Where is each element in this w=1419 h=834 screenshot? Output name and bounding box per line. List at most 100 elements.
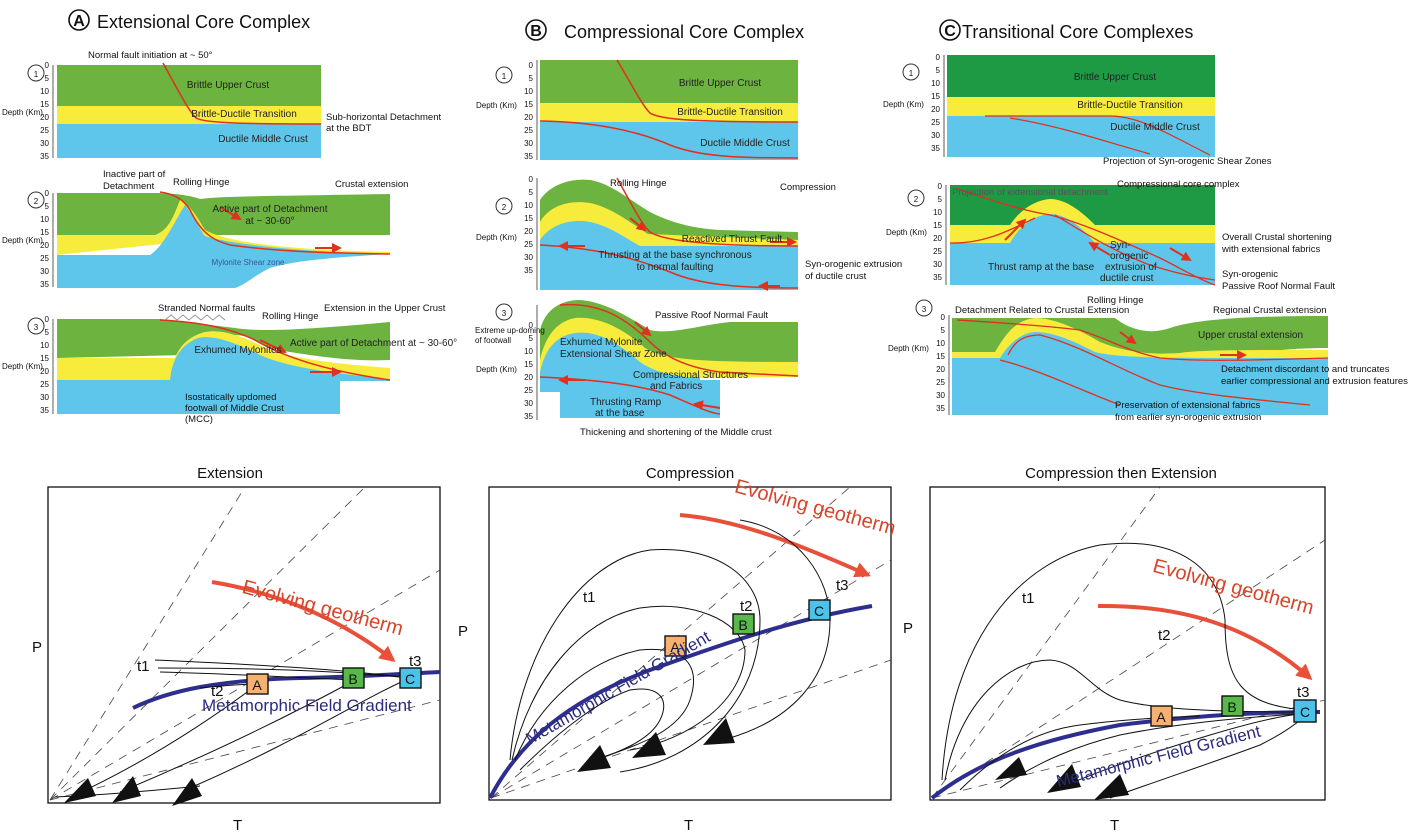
panel-c-letter: C (944, 23, 956, 40)
svg-text:30: 30 (40, 267, 49, 276)
svg-text:35: 35 (40, 152, 49, 161)
svg-text:5: 5 (936, 66, 941, 75)
svg-text:0: 0 (45, 189, 50, 198)
stage-1-label: 1 (34, 70, 39, 79)
svg-text:10: 10 (936, 339, 945, 348)
compression-label: Compression (780, 182, 836, 193)
t-axis-label: T (1110, 817, 1119, 834)
pt-box-c-label: C (814, 603, 824, 619)
stage-1-circle (27, 64, 45, 82)
panel-a-stage-3: 3 Depth (Km) 0 5 10 15 20 25 30 35 Stran… (2, 303, 457, 425)
svg-text:30: 30 (933, 260, 942, 269)
svg-text:30: 30 (524, 253, 533, 262)
discordant-label-2: earlier compressional and extrusion feat… (1221, 376, 1408, 387)
pt-compression-title: Compression (646, 465, 734, 482)
extension-upper-label: Extension in the Upper Crust (324, 303, 446, 314)
bdt-label: Brittle-Ductile Transition (677, 107, 783, 118)
pt-box-b (732, 613, 755, 635)
synorogenic-passive-label-2: Passive Roof Normal Fault (1222, 281, 1335, 292)
panel-a-title: Extensional Core Complex (97, 12, 310, 32)
synorogenic-label-2: of ductile crust (805, 271, 867, 282)
regional-extension-label: Regional Crustal extension (1213, 305, 1327, 316)
depth-axis-label: Depth (Km) (2, 236, 43, 245)
svg-text:20: 20 (933, 234, 942, 243)
depth-ticks: 0 5 10 15 20 25 30 35 (40, 315, 49, 415)
bdt-label: Brittle-Ductile Transition (1077, 100, 1183, 111)
panel-a-letter: A (73, 13, 85, 30)
panel-c-letter-circle (939, 19, 961, 41)
panel-a-letter-circle (68, 9, 90, 31)
svg-text:25: 25 (40, 254, 49, 263)
pt-comp-ext-frame (929, 486, 1326, 801)
stage-2-circle (907, 189, 925, 207)
svg-text:0: 0 (45, 61, 50, 70)
panel-b-letter-circle (525, 19, 547, 41)
svg-text:25: 25 (933, 247, 942, 256)
extreme-updoming-label: Extreme up-doming (475, 326, 545, 335)
svg-text:15: 15 (936, 352, 945, 361)
depth-axis-label: Depth (Km) (2, 108, 43, 117)
pt-box-a (664, 635, 687, 657)
svg-text:25: 25 (524, 126, 533, 135)
projection-ext-label: Projection of extensional detachment (952, 187, 1108, 198)
geotherm-label: Evolving geotherm (1150, 555, 1316, 619)
brittle-upper-label: Brittle Upper Crust (1074, 72, 1156, 83)
geotherm-arrow (211, 580, 396, 662)
stage-2-label: 2 (34, 197, 39, 206)
depth-ticks: 0 5 10 15 20 25 30 35 (40, 189, 49, 289)
depth-ticks: 0 5 10 15 20 25 30 35 (524, 321, 533, 421)
svg-text:10: 10 (524, 201, 533, 210)
extreme-updoming-label-2: of footwall (475, 336, 511, 345)
exhumed-mylonites-label: Exhumed Mylonites (194, 345, 281, 356)
pt-box-b (342, 667, 365, 689)
panel-b-stage-2: 2 Depth (Km) 0 5 10 15 20 25 30 35 Rolli (476, 175, 902, 291)
pt-box-a-label: A (252, 677, 262, 693)
compressional-structures-label-2: and Fabrics (650, 381, 702, 392)
depth-ticks: 0 5 10 15 20 25 30 35 (40, 61, 49, 161)
synorogenic-passive-label: Syn-orogenic (1222, 269, 1278, 280)
pt-box-c (1293, 699, 1317, 723)
svg-text:10: 10 (40, 87, 49, 96)
depth-ticks: 0 5 10 15 20 25 30 35 (936, 313, 945, 413)
svg-text:20: 20 (40, 367, 49, 376)
synorogenic-label: Syn-orogenic extrusion (805, 259, 902, 270)
brittle-upper-label: Brittle Upper Crust (679, 78, 761, 89)
fault-initiation-label: Normal fault initiation at ~ 50° (88, 50, 213, 61)
panel-b-title: Compressional Core Complex (564, 22, 804, 42)
p-axis-label: P (458, 623, 468, 640)
t1-label: t1 (137, 658, 150, 675)
svg-text:35: 35 (524, 152, 533, 161)
stage-3-circle (915, 299, 933, 317)
svg-text:0: 0 (529, 321, 534, 330)
svg-text:30: 30 (936, 391, 945, 400)
stranded-faults-label: Stranded Normal faults (158, 303, 255, 314)
t2-label: t2 (211, 683, 224, 700)
brittle-upper-label: Brittle Upper Crust (187, 80, 269, 91)
stage-1-label: 1 (909, 69, 914, 78)
rolling-hinge-label: Rolling Hinge (173, 177, 230, 188)
overall-shortening-label: Overall Crustal shortening (1222, 232, 1332, 243)
compressional-core-label: Compressional core complex (1117, 179, 1240, 190)
synorogenic-c-label: Syn- (1110, 240, 1131, 251)
svg-text:5: 5 (529, 188, 534, 197)
svg-text:15: 15 (931, 92, 940, 101)
rolling-hinge-c-label: Rolling Hinge (1087, 295, 1144, 306)
svg-text:30: 30 (524, 399, 533, 408)
panel-c-title: Transitional Core Complexes (962, 22, 1193, 42)
svg-text:30: 30 (40, 393, 49, 402)
svg-text:20: 20 (931, 105, 940, 114)
ductile-layer (57, 124, 321, 158)
panel-b-letter: B (530, 23, 542, 40)
pt-box-b (1221, 695, 1244, 717)
pt-diagram-extension: Extension A B C Evolving geotherm Metamo… (32, 465, 441, 834)
synorogenic-c-label-4: ductile crust (1100, 273, 1154, 284)
depth-axis-label: Depth (Km) (2, 362, 43, 371)
panel-c-stage-2: 2 Depth (Km) 0 5 10 15 20 25 30 35 Proje (886, 179, 1335, 292)
preservation-label-2: from earlier syn-orogenic extrusion (1115, 412, 1261, 423)
depth-axis-label: Depth (Km) (886, 228, 927, 237)
pt-box-a (1150, 705, 1173, 727)
svg-text:35: 35 (933, 273, 942, 282)
thrusting-label-2: to normal faulting (637, 262, 714, 273)
stage-3-circle (27, 317, 45, 335)
